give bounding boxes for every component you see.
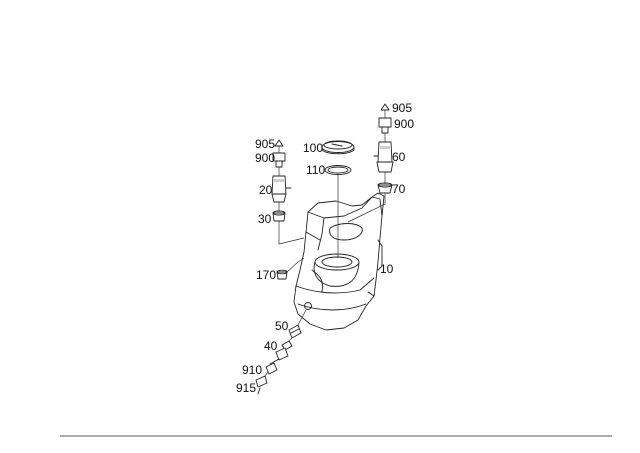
reservoir-tank [293,192,385,331]
callout-900-right: 900 [394,117,414,131]
callout-170: 170 [256,268,276,282]
callout-905-right: 905 [392,101,412,115]
callout-60: 60 [392,150,406,164]
seal-ring [324,165,352,175]
callout-10: 10 [380,262,394,276]
callout-20: 20 [259,183,273,197]
callout-100: 100 [303,141,323,155]
callout-50: 50 [275,319,289,333]
callout-900-left: 900 [255,151,275,165]
callout-905-left: 905 [255,137,275,151]
callout-30: 30 [258,212,272,226]
pump-left [271,139,305,245]
callout-915: 915 [236,381,256,395]
callout-110: 110 [306,163,325,177]
callout-910: 910 [242,363,262,377]
pump-right [347,103,394,223]
plug-170 [276,257,305,280]
callout-40: 40 [264,339,278,353]
callout-70: 70 [392,182,406,196]
strainer-chain [255,309,307,395]
filler-cap [321,140,355,155]
